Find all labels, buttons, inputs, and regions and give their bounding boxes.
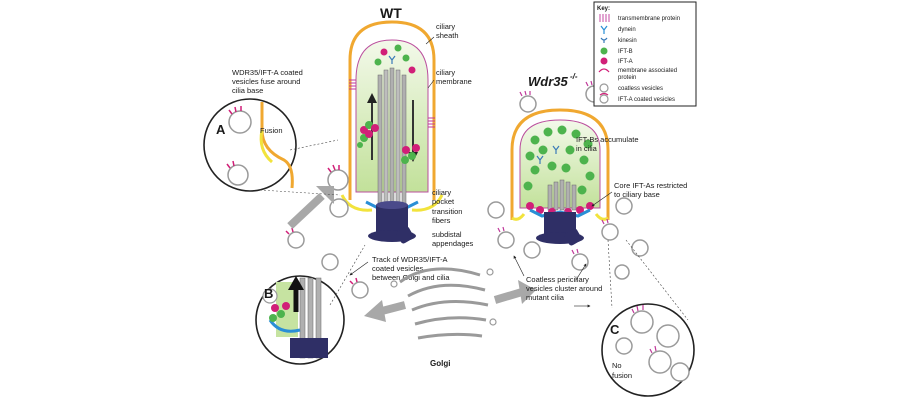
ift-train-left: [357, 121, 379, 148]
basal-body: [368, 201, 416, 244]
axoneme: [377, 67, 407, 206]
ift-a-icon: [600, 57, 608, 65]
wt-cilium: [340, 20, 444, 244]
label-subdistal-appendages-1: subdistal: [432, 230, 462, 239]
label-subdistal-appendages-2: appendages: [432, 239, 474, 248]
wt-vesicle-arrowhead: [316, 186, 334, 204]
label-core-ifta-1: Core IFT-As restricted: [614, 181, 687, 190]
key-item-6: coatless vesicles: [618, 86, 663, 92]
coatless-vesicle-icon: [599, 83, 609, 93]
mutant-axoneme: [547, 179, 577, 211]
label-fuse-note-1: WDR35/IFT-A coated: [232, 68, 303, 77]
mutant-cilium: [510, 108, 610, 246]
wt-labels: ciliary sheath ciliary membrane ciliary …: [232, 22, 474, 282]
label-fuse-note-3: cilia base: [232, 86, 263, 95]
label-coatless-cluster-2: vesicles cluster around: [526, 284, 602, 293]
key-item-2: kinesin: [618, 38, 637, 44]
wt-vesicle-arrow-shaft: [287, 193, 325, 229]
ift-b-icon: [600, 47, 608, 55]
membrane-associated-protein-icon: [598, 68, 610, 73]
ciliary-sheath: [348, 20, 436, 200]
mutant-heading-sup: -/-: [570, 72, 578, 81]
mutant-ciliary-sheath: [510, 108, 610, 220]
label-ciliary-sheath-1: ciliary: [436, 22, 455, 31]
golgi-label: Golgi: [430, 359, 450, 368]
inset-c-letter: C: [610, 322, 620, 337]
golgi-to-wt-arrowhead: [364, 300, 386, 322]
mutant-heading: Wdr35 -/-: [528, 72, 578, 89]
ciliary-pocket-fusion-left: [340, 194, 373, 212]
key-item-7: IFT-A coated vesicles: [618, 97, 675, 103]
inset-c: C No fusion: [601, 239, 695, 397]
ciliary-pocket-fusion-right: [411, 194, 444, 212]
mutant-periciliary-vesicles: [487, 80, 649, 280]
label-ciliary-pocket-1: ciliary: [432, 188, 451, 197]
label-transition-fibers-1: transition: [432, 207, 462, 216]
label-iftb-accumulate-1: IFT-Bs accumulate: [576, 135, 639, 144]
accumulated-ift-b: [523, 125, 595, 195]
label-track-note-2: coated vesicles: [372, 264, 424, 273]
inset-c-no-fusion-1: No: [612, 361, 622, 370]
label-ciliary-sheath-2: sheath: [436, 31, 459, 40]
ift-train-right: [401, 144, 420, 164]
inset-a: A Fusion: [203, 98, 341, 196]
inset-a-letter: A: [216, 122, 226, 137]
inset-b-letter: B: [264, 286, 273, 301]
mutant-labels: IFT-Bs accumulate in cilia Core IFT-As r…: [513, 135, 687, 308]
label-ciliary-membrane-2: membrane: [436, 77, 472, 86]
ift-a-coated-vesicle-icon: [599, 92, 609, 104]
wt-periciliary-vesicles: [285, 164, 369, 299]
key-item-0: transmembrane protein: [618, 16, 680, 22]
dynein-icon: [600, 25, 608, 34]
key-item-1: dynein: [618, 27, 636, 33]
inset-c-no-fusion-2: fusion: [612, 371, 632, 380]
key-item-5-line2: protein: [618, 75, 636, 81]
mutant-basal-body: [536, 212, 584, 246]
label-core-ifta-2: to ciliary base: [614, 190, 660, 199]
wt-heading: WT: [380, 5, 402, 21]
mutant-pocket-right: [594, 213, 609, 221]
key-item-4: IFT-A: [618, 59, 633, 65]
transmembrane-protein-icon: [599, 14, 610, 22]
golgi-to-mutant-arrowhead: [518, 280, 536, 304]
label-fuse-note-2: vesicles fuse around: [232, 77, 300, 86]
label-ciliary-membrane-1: ciliary: [436, 68, 455, 77]
key-legend: Key: transmembrane protein dynein kinesi…: [593, 1, 697, 107]
kinesin-icon: [600, 37, 608, 43]
inset-b: B: [255, 244, 366, 365]
mutant-heading-gene: Wdr35: [528, 74, 569, 89]
wt-membrane-tm-proteins: [349, 79, 435, 128]
key-item-3: IFT-B: [618, 49, 633, 55]
key-title: Key:: [597, 6, 610, 12]
label-track-note-1: Track of WDR35/IFT-A: [372, 255, 448, 264]
label-ciliary-pocket-2: pocket: [432, 197, 455, 206]
golgi: Golgi: [390, 267, 497, 368]
key-item-5: membrane associated: [618, 68, 677, 74]
ciliary-tip-proteins: [374, 44, 416, 74]
label-iftb-accumulate-2: in cilia: [576, 144, 598, 153]
label-transition-fibers-2: fibers: [432, 216, 451, 225]
label-track-note-3: between Golgi and cilia: [372, 273, 450, 282]
label-coatless-cluster-3: mutant cilia: [526, 293, 565, 302]
inset-a-fusion-label: Fusion: [260, 126, 283, 135]
label-coatless-cluster-1: Coatless periciliary: [526, 275, 589, 284]
golgi-to-mutant-arrow-shaft: [493, 288, 524, 304]
mutant-pocket-left: [511, 213, 526, 221]
